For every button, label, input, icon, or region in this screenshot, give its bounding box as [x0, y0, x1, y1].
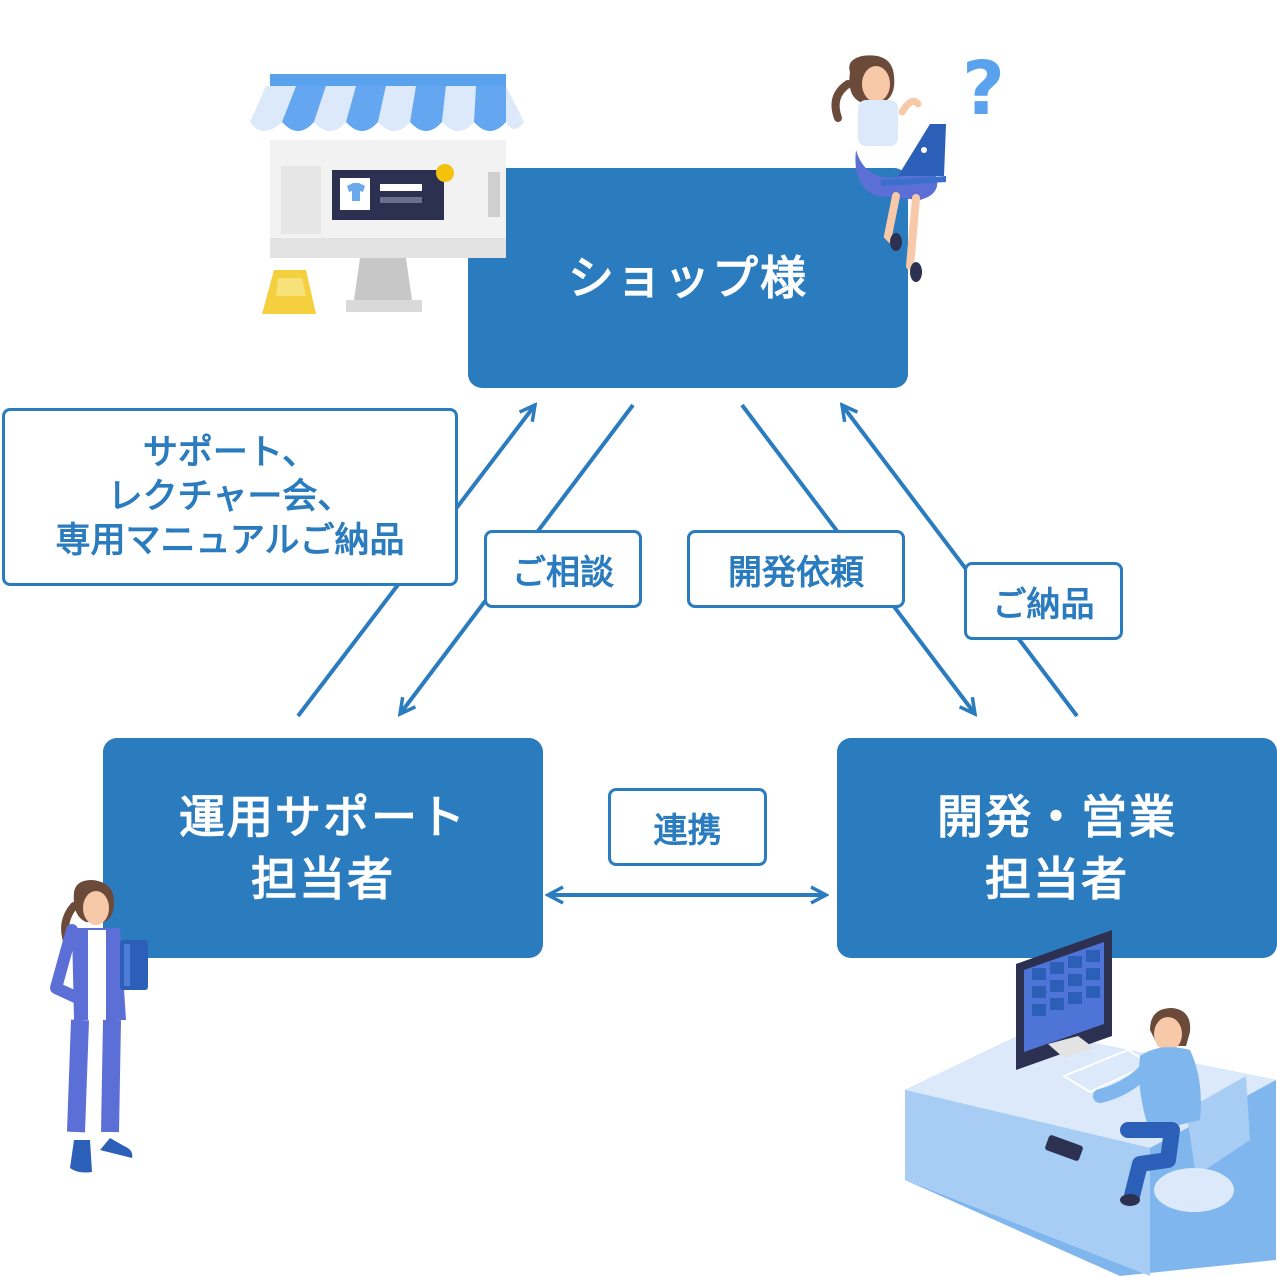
label-support-services-line3: 専用マニュアルご納品 [55, 521, 405, 561]
label-support-services-line1: サポート、 [142, 433, 318, 473]
node-support-line1: 運用サポート [179, 790, 467, 844]
node-dev: 開発・営業 担当者 [837, 738, 1277, 958]
label-consult-text: ご相談 [512, 552, 614, 593]
arrow-dev-to-shop [842, 405, 1079, 718]
label-cooperation-text: 連携 [653, 810, 722, 851]
label-support-services-line2: レクチャー会、 [107, 477, 353, 517]
label-dev-request: 開発依頼 [687, 530, 905, 608]
node-shop-label: ショップ様 [568, 251, 808, 305]
label-delivery: ご納品 [964, 562, 1123, 640]
label-cooperation: 連携 [608, 788, 767, 866]
node-dev-line2: 担当者 [985, 852, 1129, 906]
label-dev-request-text: 開発依頼 [728, 552, 864, 593]
node-dev-line1: 開発・営業 [937, 790, 1177, 844]
node-support: 運用サポート 担当者 [103, 738, 543, 958]
label-consult: ご相談 [484, 530, 642, 608]
node-support-line2: 担当者 [251, 852, 395, 906]
label-delivery-text: ご納品 [992, 584, 1095, 625]
label-support-services: サポート、 レクチャー会、 専用マニュアルご納品 [2, 408, 458, 586]
node-shop: ショップ様 [468, 168, 908, 388]
